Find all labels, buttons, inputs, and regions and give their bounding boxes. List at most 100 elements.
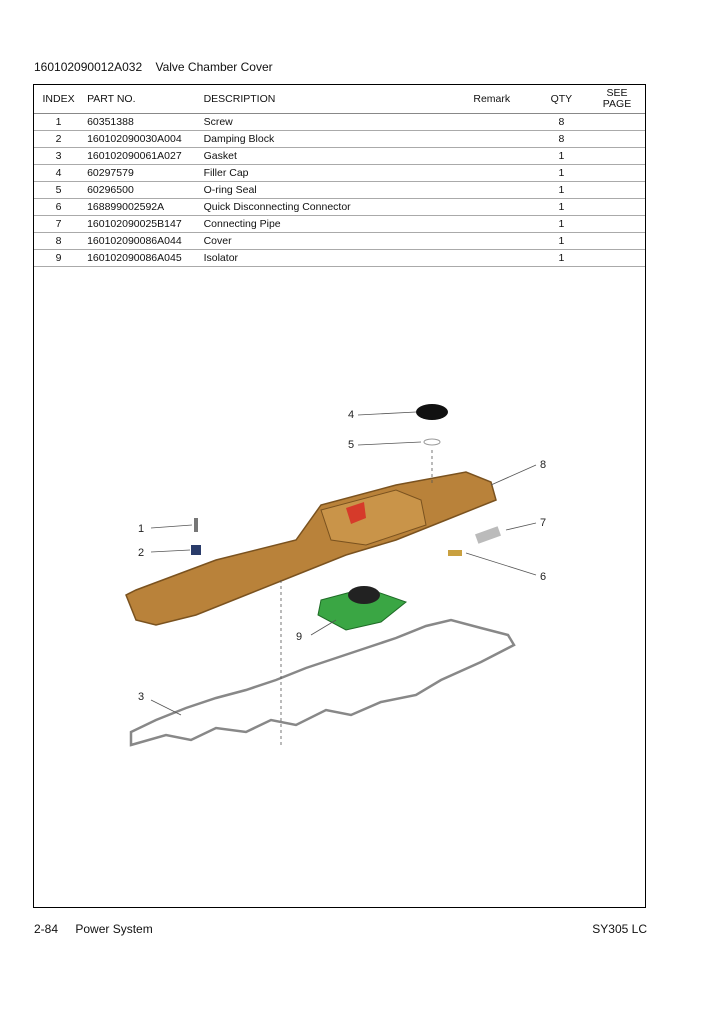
section-name: Power System	[75, 922, 153, 936]
cell-index: 3	[34, 147, 84, 165]
cell-see-page	[589, 113, 645, 131]
page-header: 160102090012A032 Valve Chamber Cover	[34, 60, 273, 74]
cell-see-page	[589, 215, 645, 233]
cell-remark	[449, 130, 534, 148]
callout-7: 7	[540, 517, 546, 529]
cell-part-no: 160102090030A004	[83, 130, 200, 148]
model-name: SY305 LC	[592, 922, 647, 936]
col-see-page: SEE PAGE	[589, 85, 645, 114]
callout-2: 2	[138, 547, 144, 559]
parts-table: INDEX PART NO. DESCRIPTION Remark QTY SE…	[34, 85, 645, 267]
cell-see-page	[589, 164, 645, 182]
cell-remark	[449, 232, 534, 250]
col-remark: Remark	[449, 85, 534, 114]
cell-remark	[449, 215, 534, 233]
cell-description: Gasket	[199, 147, 450, 165]
connecting-pipe-shape	[475, 526, 501, 544]
cell-description: Cover	[199, 232, 450, 250]
cell-qty: 8	[533, 113, 590, 131]
cell-qty: 1	[533, 164, 590, 182]
screw-shape	[194, 518, 198, 532]
parts-frame: INDEX PART NO. DESCRIPTION Remark QTY SE…	[33, 84, 646, 908]
cell-remark	[449, 198, 534, 216]
col-description: DESCRIPTION	[199, 85, 450, 114]
assembly-code: 160102090012A032	[34, 60, 143, 74]
cell-part-no: 160102090086A045	[83, 249, 200, 267]
cell-remark	[449, 164, 534, 182]
cell-description: Filler Cap	[199, 164, 450, 182]
cell-part-no: 60351388	[83, 113, 200, 131]
cell-description: Screw	[199, 113, 450, 131]
cell-index: 9	[34, 249, 84, 267]
cell-part-no: 60297579	[83, 164, 200, 182]
callout-3: 3	[138, 691, 144, 703]
cell-qty: 8	[533, 130, 590, 148]
cell-qty: 1	[533, 232, 590, 250]
callout-6: 6	[540, 571, 546, 583]
callout-8: 8	[540, 459, 546, 471]
cell-remark	[449, 113, 534, 131]
cell-see-page	[589, 130, 645, 148]
table-header-row: INDEX PART NO. DESCRIPTION Remark QTY SE…	[34, 85, 645, 114]
cell-part-no: 160102090086A044	[83, 232, 200, 250]
cell-see-page	[589, 249, 645, 267]
cell-remark	[449, 147, 534, 165]
cell-qty: 1	[533, 198, 590, 216]
cell-description: Connecting Pipe	[199, 215, 450, 233]
isolator-cap-shape	[348, 586, 380, 604]
cell-qty: 1	[533, 249, 590, 267]
cell-remark	[449, 181, 534, 199]
cell-description: Quick Disconnecting Connector	[199, 198, 450, 216]
cell-qty: 1	[533, 215, 590, 233]
cell-index: 1	[34, 113, 84, 131]
page-footer-left: 2-84 Power System	[34, 922, 153, 936]
callout-5: 5	[348, 439, 354, 451]
cell-index: 6	[34, 198, 84, 216]
col-see-line1: SEE	[606, 87, 628, 99]
logo-shape	[346, 502, 366, 524]
cell-see-page	[589, 198, 645, 216]
filler-cap-shape	[416, 404, 448, 420]
cell-index: 8	[34, 232, 84, 250]
col-index: INDEX	[34, 85, 84, 114]
cell-qty: 1	[533, 181, 590, 199]
cell-qty: 1	[533, 147, 590, 165]
col-see-line2: PAGE	[602, 98, 632, 110]
cell-index: 4	[34, 164, 84, 182]
col-qty: QTY	[533, 85, 590, 114]
cover-body-shape	[125, 471, 497, 626]
cell-part-no: 168899002592A	[83, 198, 200, 216]
col-part-no: PART NO.	[83, 85, 200, 114]
cell-see-page	[589, 232, 645, 250]
cell-remark	[449, 249, 534, 267]
assembly-title: Valve Chamber Cover	[155, 60, 273, 74]
cell-part-no: 160102090061A027	[83, 147, 200, 165]
exploded-view-diagram: 4 5 8 7 6 1 2 9 3	[125, 404, 546, 747]
page-number: 2-84	[34, 922, 59, 936]
cell-see-page	[589, 147, 645, 165]
cover-top-shape	[320, 489, 427, 546]
cell-index: 2	[34, 130, 84, 148]
cell-description: Isolator	[199, 249, 450, 267]
cell-index: 5	[34, 181, 84, 199]
callout-1: 1	[138, 523, 144, 535]
gasket-shape	[129, 618, 516, 747]
damping-block-shape	[191, 545, 201, 555]
cell-description: O-ring Seal	[199, 181, 450, 199]
o-ring-shape	[423, 438, 441, 446]
callout-9: 9	[296, 631, 302, 643]
cell-index: 7	[34, 215, 84, 233]
cell-part-no: 160102090025B147	[83, 215, 200, 233]
cell-see-page	[589, 181, 645, 199]
cell-part-no: 60296500	[83, 181, 200, 199]
